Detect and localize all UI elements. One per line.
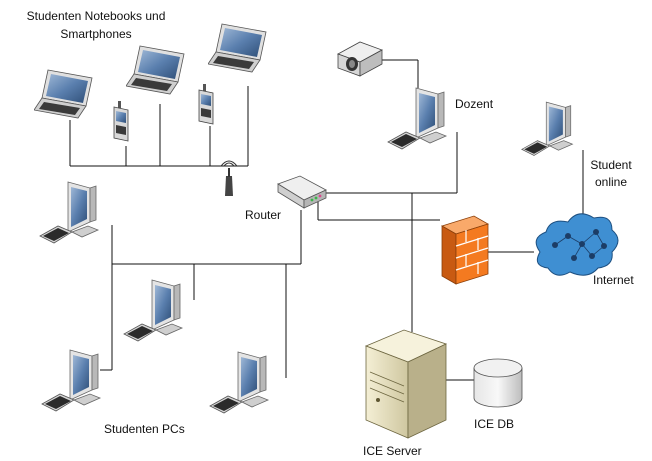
- student-pc-icon: [209, 351, 269, 414]
- firewall-icon: [441, 215, 489, 285]
- notebook-icon: [34, 69, 93, 119]
- student-pc-icon: [41, 349, 101, 412]
- studenten-pcs-label: Studenten PCs: [104, 422, 185, 436]
- notebooks-label-line2: Smartphones: [60, 27, 132, 41]
- student-online-computer-icon: [521, 101, 573, 156]
- router-icon: [277, 175, 327, 209]
- ice-server-icon: [364, 329, 448, 439]
- ice-db-label: ICE DB: [474, 417, 515, 431]
- smartphone-icon: [113, 101, 129, 142]
- wireless-antenna-icon: [220, 160, 238, 196]
- notebook-icon: [126, 45, 185, 95]
- router-label: Router: [245, 208, 282, 222]
- student-pc-icon: [123, 279, 183, 342]
- connection-lines: [69, 59, 584, 381]
- ice-db-icon: [473, 358, 523, 408]
- dozent-computer-icon: [387, 87, 447, 150]
- internet-label: Internet: [593, 273, 634, 287]
- notebook-icon: [208, 23, 267, 73]
- dozent-label: Dozent: [455, 97, 494, 111]
- projector-icon: [337, 41, 383, 77]
- student-online-label-line2: online: [594, 175, 628, 189]
- internet-cloud-icon: [535, 213, 619, 276]
- smartphone-icon: [198, 84, 214, 125]
- ice-server-label: ICE Server: [363, 444, 422, 458]
- student-pc-icon: [39, 181, 99, 244]
- notebooks-label-line1: Studenten Notebooks und: [26, 9, 166, 23]
- student-online-label-line1: Student: [590, 158, 632, 172]
